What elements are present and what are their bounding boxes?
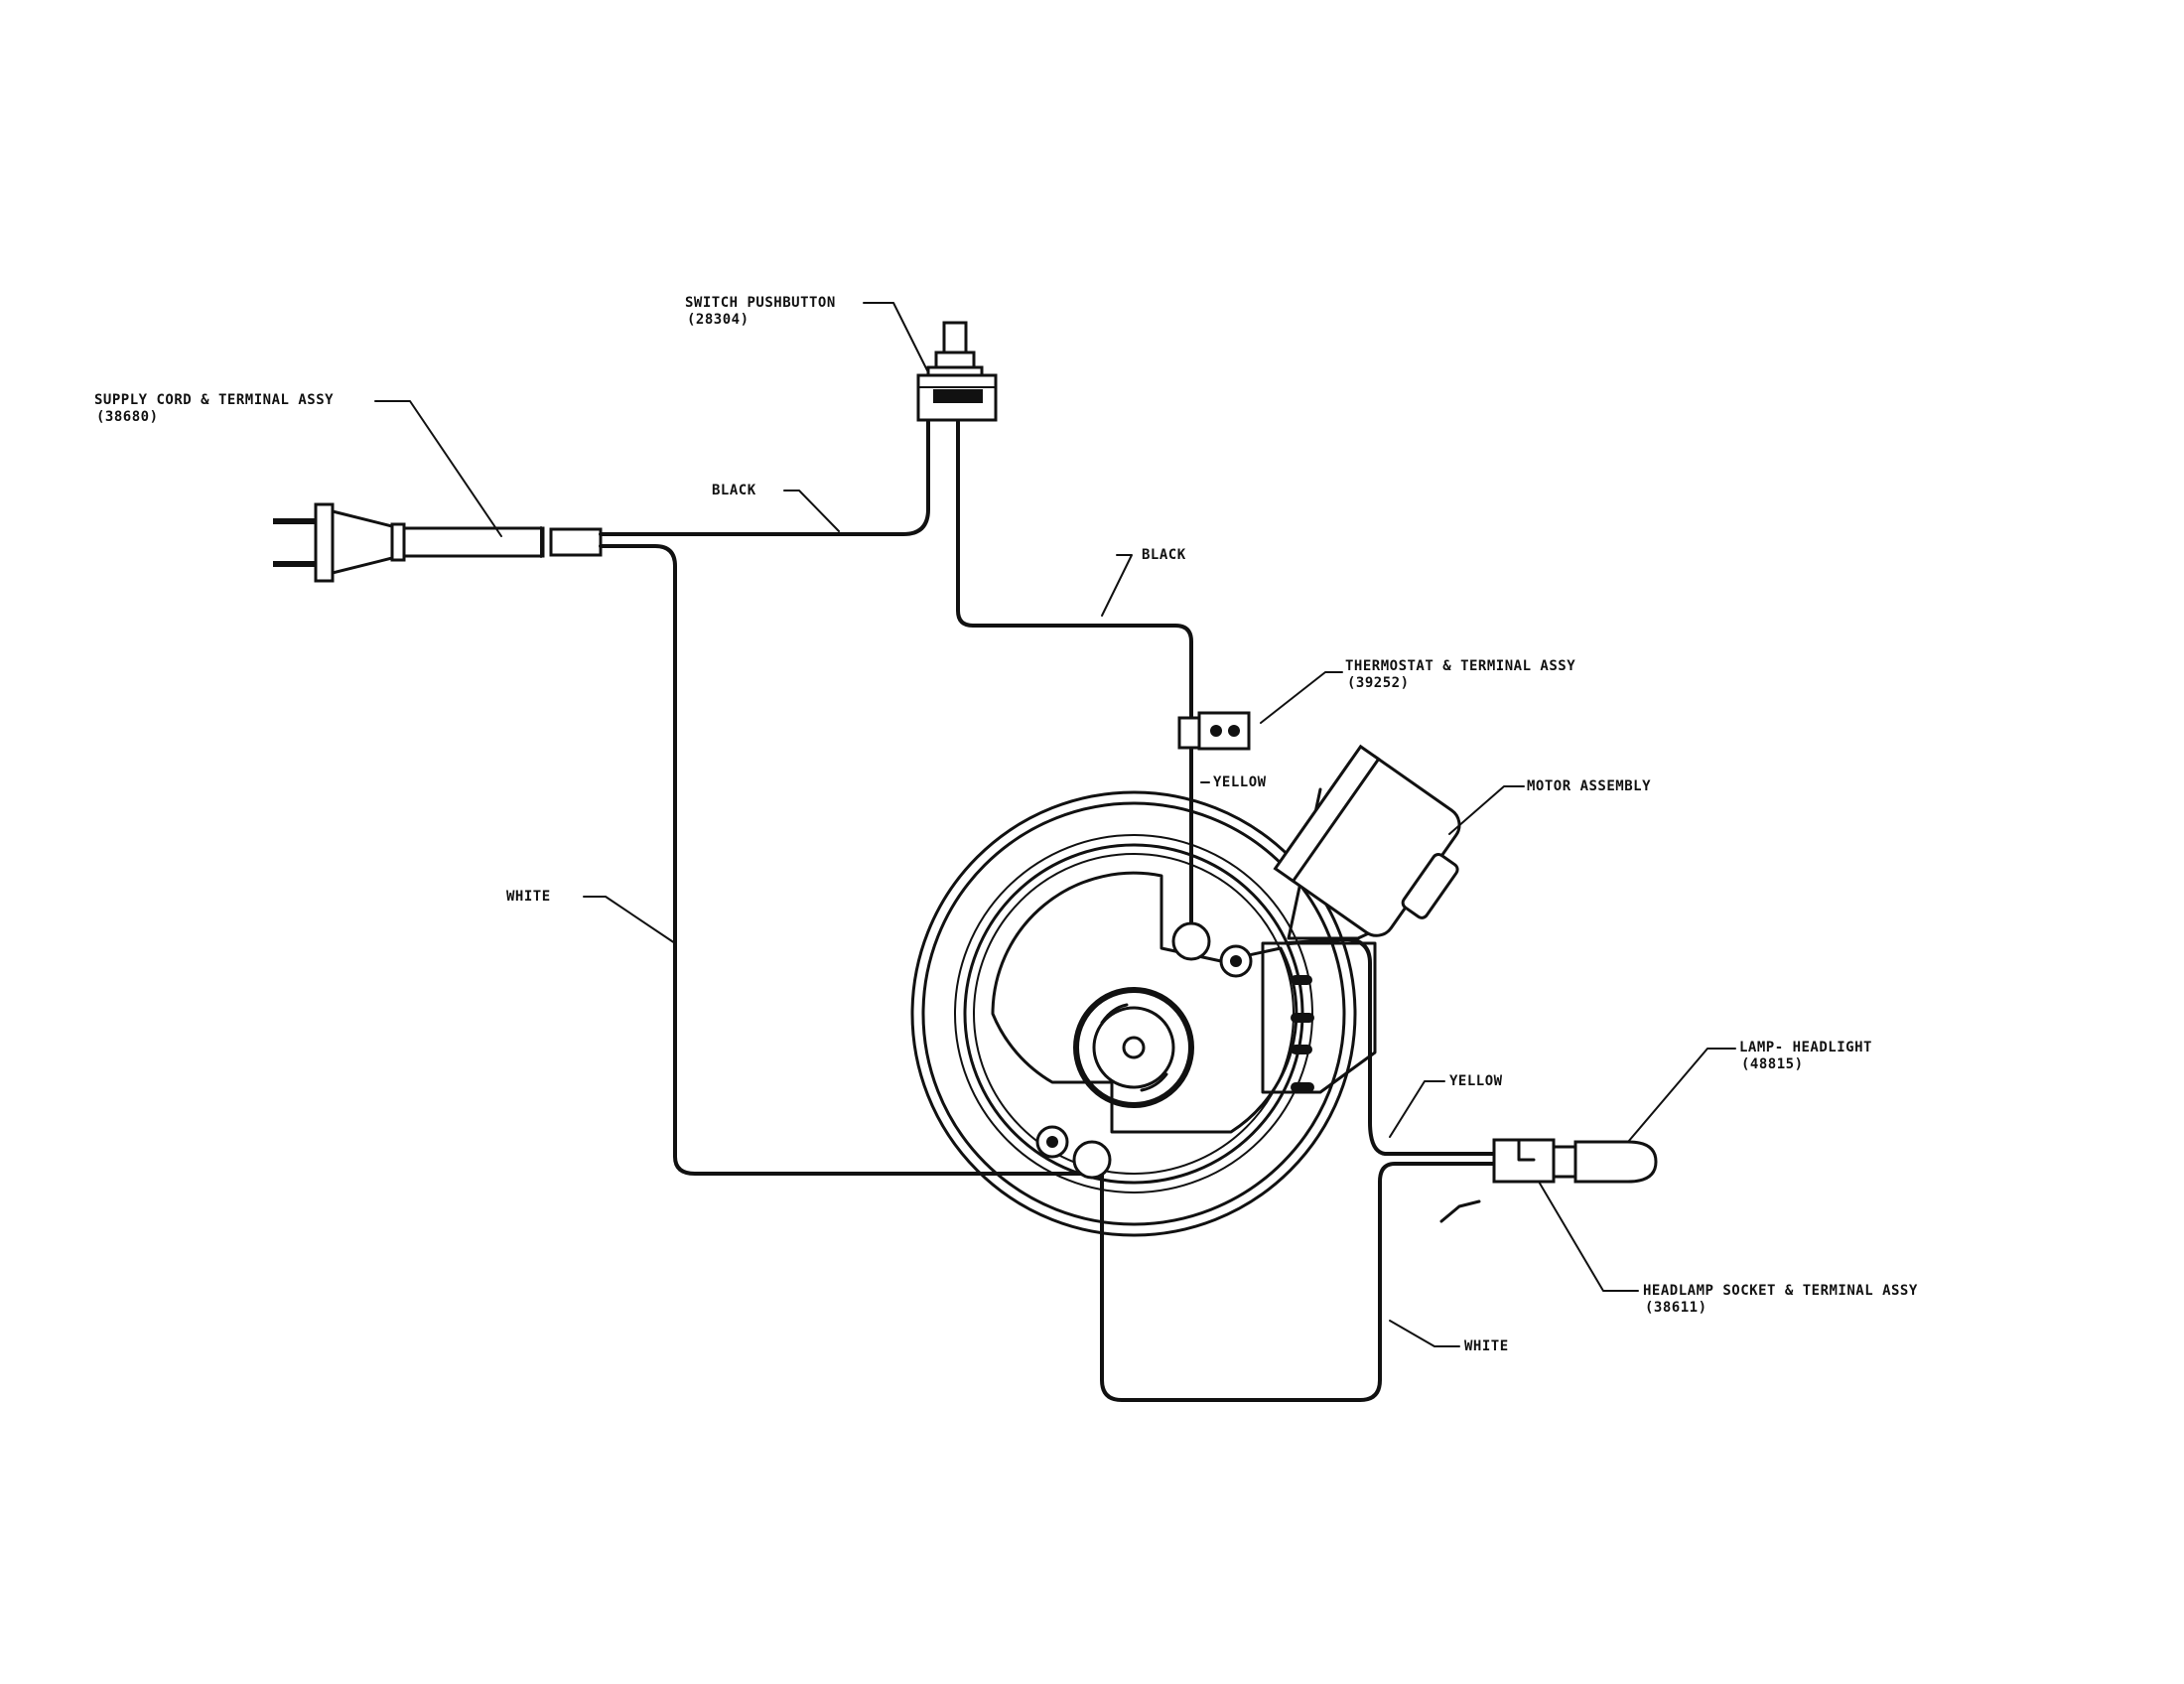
wire-yellow-motor-to-headlamp: [1287, 937, 1496, 1156]
switch-pushbutton: [916, 321, 998, 422]
label-lamp: LAMP- HEADLIGHT: [1739, 1040, 1872, 1055]
thermostat-terminal: [1177, 711, 1251, 751]
label-wire-black-2: BLACK: [1142, 547, 1186, 563]
label-headlamp-socket-part: (38611): [1645, 1300, 1707, 1316]
labels: SUPPLY CORD & TERMINAL ASSY (38680) SWIT…: [94, 295, 1918, 1354]
label-switch-part: (28304): [687, 312, 750, 328]
label-headlamp-socket: HEADLAMP SOCKET & TERMINAL ASSY: [1643, 1283, 1918, 1299]
label-wire-yellow-2: YELLOW: [1449, 1073, 1503, 1089]
headlamp-assembly: [1439, 1138, 1658, 1223]
label-wire-black-1: BLACK: [712, 483, 756, 498]
motor-assembly: [910, 744, 1461, 1237]
supply-cord-plug: [273, 502, 603, 583]
label-supply-cord: SUPPLY CORD & TERMINAL ASSY: [94, 392, 334, 408]
label-thermostat: THERMOSTAT & TERMINAL ASSY: [1345, 658, 1575, 674]
label-wire-white-1: WHITE: [506, 889, 551, 905]
wire-white-cord-to-motor: [599, 544, 1091, 1176]
label-lamp-part: (48815): [1741, 1056, 1804, 1072]
label-wire-white-2: WHITE: [1464, 1338, 1509, 1354]
label-wire-yellow-1: YELLOW: [1213, 774, 1267, 790]
wire-black-switch-to-thermostat: [956, 420, 1193, 722]
wire-black-cord-to-switch: [599, 420, 930, 536]
label-switch: SWITCH PUSHBUTTON: [685, 295, 836, 311]
label-motor: MOTOR ASSEMBLY: [1527, 778, 1651, 794]
label-supply-cord-part: (38680): [96, 409, 159, 425]
wire-white-headlamp-to-motor: [1100, 1160, 1496, 1402]
label-thermostat-part: (39252): [1347, 675, 1410, 691]
leader-lines: [374, 302, 1736, 1347]
